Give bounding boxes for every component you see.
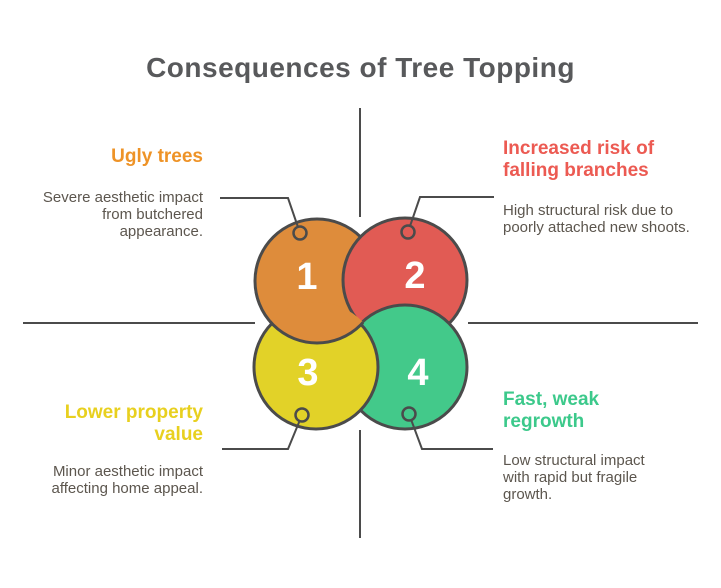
item-1-description: Severe aesthetic impact from butchered a… [42,189,203,240]
quadrant-bottom-left: Lower property value Minor aesthetic imp… [23,402,203,497]
item-2-heading: Increased risk of falling branches [503,138,655,181]
item-3-description: Minor aesthetic impact affecting home ap… [51,463,203,497]
connector-line-4 [408,413,493,450]
circle-number-4: 4 [407,352,428,394]
connector-dot-4 [401,406,417,422]
quadrant-bottom-right: Fast, weak regrowth Low structural impac… [503,389,675,503]
connector-dot-2 [400,224,416,240]
item-1-heading: Ugly trees [111,146,203,167]
item-3-heading: Lower property value [64,402,203,445]
connector-dot-3 [294,407,310,423]
connector-dot-1 [292,225,308,241]
item-4-description: Low structural impact with rapid but fra… [503,452,645,503]
item-4-heading: Fast, weak regrowth [503,389,600,432]
quadrant-top-right: Increased risk of falling branches High … [503,138,693,236]
page-title: Consequences of Tree Topping [146,52,575,83]
circle-number-1: 1 [296,256,317,298]
quadrant-top-left: Ugly trees Severe aesthetic impact from … [23,146,203,240]
item-2-description: High structural risk due to poorly attac… [503,202,690,236]
circle-number-3: 3 [297,352,318,394]
circle-number-2: 2 [404,255,425,297]
connector-line-3 [222,414,303,450]
circle-1-overlap-patch [253,302,381,345]
axis-lines [23,108,698,538]
connector-line-1 [220,197,301,234]
connector-line-2 [407,196,494,233]
